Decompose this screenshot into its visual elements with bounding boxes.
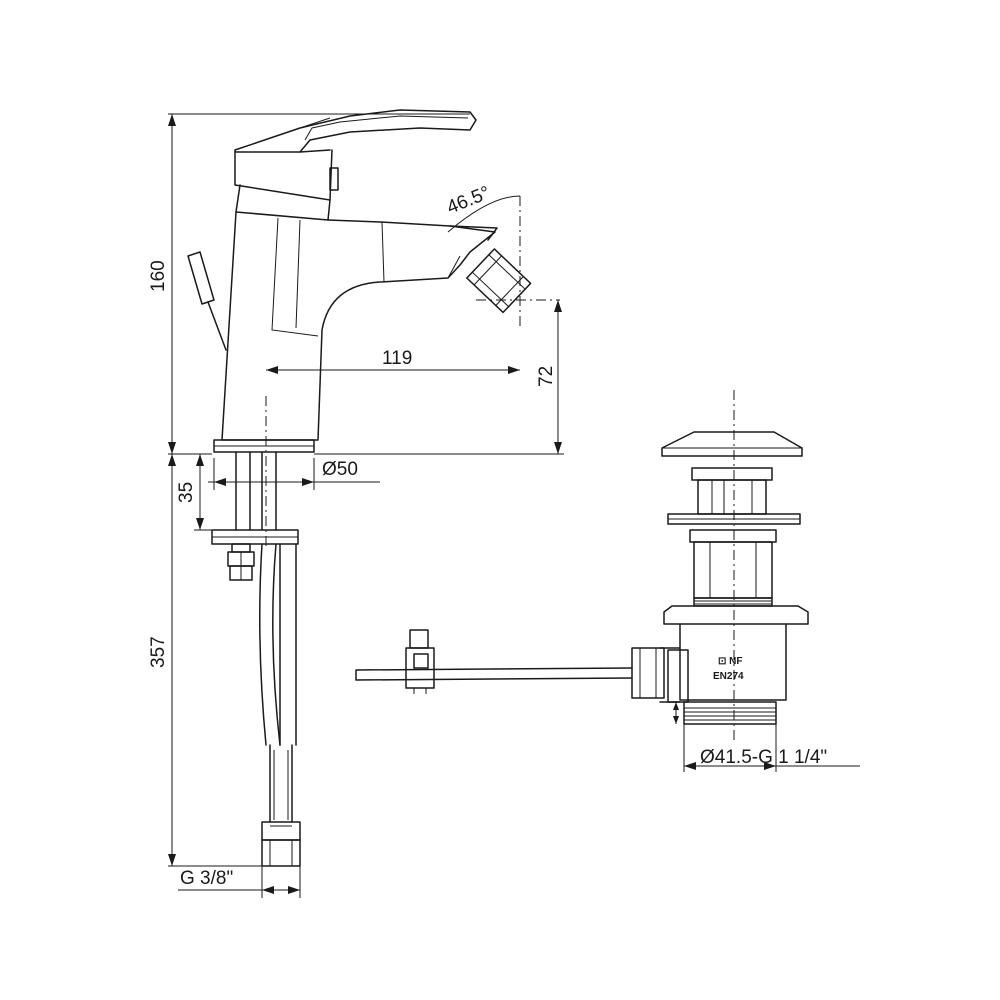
dim-base-thickness: 35 bbox=[176, 482, 197, 503]
dimensions: 160 46.5° 119 72 Ø50 35 357 bbox=[148, 113, 860, 898]
dim-height: 160 bbox=[148, 260, 169, 292]
dim-spout-height: 72 bbox=[536, 366, 557, 387]
popup-waste: ⊡ NF EN274 bbox=[355, 390, 809, 740]
pull-rod bbox=[355, 667, 633, 681]
lever-handle bbox=[234, 109, 477, 153]
dim-hose-thread: G 3/8" bbox=[180, 868, 233, 889]
standard-mark: EN274 bbox=[713, 671, 744, 682]
dim-base-diameter: Ø50 bbox=[322, 459, 358, 480]
bidet-nozzle bbox=[466, 248, 532, 314]
mounting-assembly bbox=[211, 451, 301, 867]
dim-reach: 119 bbox=[382, 348, 412, 369]
svg-text:⊡ NF: ⊡ NF bbox=[718, 656, 743, 667]
faucet-main-body bbox=[221, 211, 496, 441]
dim-waste-thread: Ø41.5-G 1 1/4" bbox=[700, 747, 827, 768]
hose-fitting bbox=[261, 821, 301, 841]
waste-plug-cap bbox=[661, 431, 803, 457]
dim-angle: 46.5° bbox=[444, 182, 493, 218]
faucet-body bbox=[187, 109, 532, 453]
handle-head bbox=[234, 149, 333, 201]
popup-rod bbox=[187, 251, 215, 305]
dim-hose-length: 357 bbox=[148, 636, 169, 668]
